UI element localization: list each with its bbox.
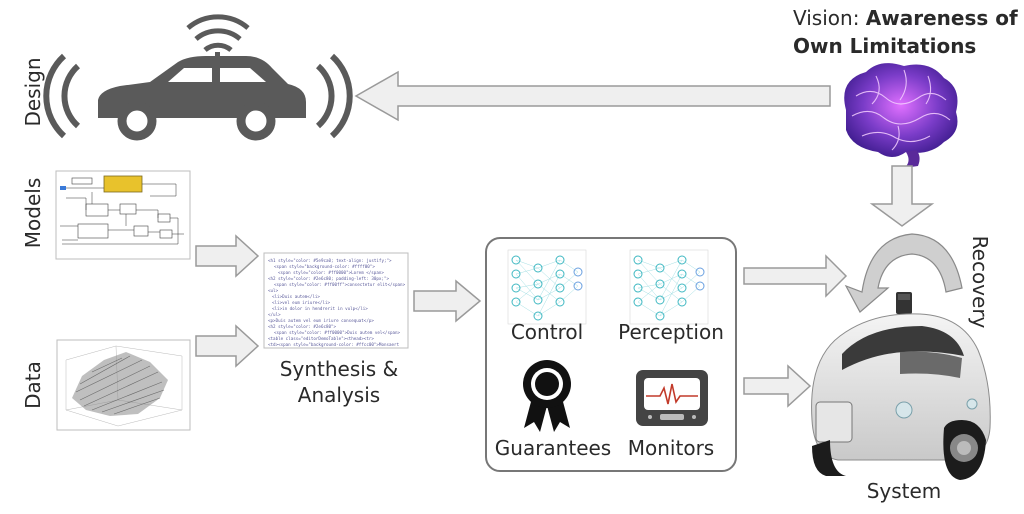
svg-text:</ul>: </ul>: [268, 312, 281, 317]
brain-icon: [844, 63, 958, 168]
monitors-label: Monitors: [628, 436, 714, 460]
system-label: System: [867, 479, 942, 503]
synthesis-label-line1: Synthesis &: [280, 357, 398, 381]
svg-text:<li>vel eum iriure</li>: <li>vel eum iriure</li>: [272, 300, 330, 305]
vision-subtitle: Own Limitations: [793, 34, 976, 58]
feedback-arrow-to-design: [354, 70, 831, 122]
components-to-system-arrow: [743, 364, 812, 408]
components-to-recovery-arrow: [743, 254, 848, 298]
perception-neural-network-icon: [629, 249, 709, 325]
perception-label: Perception: [618, 320, 724, 344]
data-to-synthesis-arrow: [195, 324, 260, 368]
connected-car-icon: [43, 14, 353, 141]
guarantees-label: Guarantees: [495, 436, 611, 460]
models-to-synthesis-arrow: [195, 234, 260, 278]
synthesis-label-line2: Analysis: [298, 383, 380, 407]
data-thumbnail: [56, 339, 191, 431]
control-label: Control: [511, 320, 583, 344]
svg-text:<table class="editorDemoTable": <table class="editorDemoTable"><thead><t…: [268, 336, 374, 341]
svg-text:<span style="color: #ff0000">L: <span style="color: #ff0000">Lorem </spa…: [278, 270, 384, 275]
svg-text:<span style="background-color:: <span style="background-color: #ffff00">: [274, 264, 375, 269]
design-label: Design: [21, 57, 45, 126]
svg-text:<h2 style="color: #2e6c80; pad: <h2 style="color: #2e6c80; padding-left:…: [268, 276, 389, 281]
recovery-arrow-icon: [844, 233, 963, 313]
data-label: Data: [21, 361, 45, 409]
svg-text:<li>in dolor in hendrerit in v: <li>in dolor in hendrerit in vulp</li>: [272, 306, 368, 311]
monitor-icon: [636, 370, 708, 426]
svg-text:<h2 style="color: #2e6c80">: <h2 style="color: #2e6c80">: [268, 324, 337, 329]
models-label: Models: [21, 178, 45, 248]
vision-title: Vision: Awareness of: [793, 6, 1018, 30]
svg-text:<td><span style="background-co: <td><span style="background-color: #ffcc…: [268, 342, 400, 347]
recovery-label: Recovery: [968, 236, 992, 329]
brain-to-system-arrow: [869, 165, 935, 227]
control-neural-network-icon: [507, 249, 587, 325]
models-thumbnail: [55, 170, 191, 260]
self-driving-car-image: [811, 292, 991, 480]
svg-text:<span style="color: #ff0000">D: <span style="color: #ff0000">Duis autem …: [274, 330, 401, 335]
svg-text:<p>Duis autem vel eum iriure c: <p>Duis autem vel eum iriure consequat</…: [268, 318, 374, 323]
code-thumbnail: <h1 style="color: #5e9ca0; text-align: j…: [263, 252, 409, 349]
svg-text:<h1 style="color: #5e9ca0; tex: <h1 style="color: #5e9ca0; text-align: j…: [268, 258, 392, 263]
svg-text:<li>Duis autem</li>: <li>Duis autem</li>: [272, 294, 320, 299]
award-ribbon-icon: [523, 360, 571, 432]
svg-text:<span style="color: #ff00ff">c: <span style="color: #ff00ff">consectetur…: [274, 282, 406, 287]
synthesis-to-components-arrow: [413, 279, 482, 323]
svg-text:<ul>: <ul>: [268, 288, 279, 293]
